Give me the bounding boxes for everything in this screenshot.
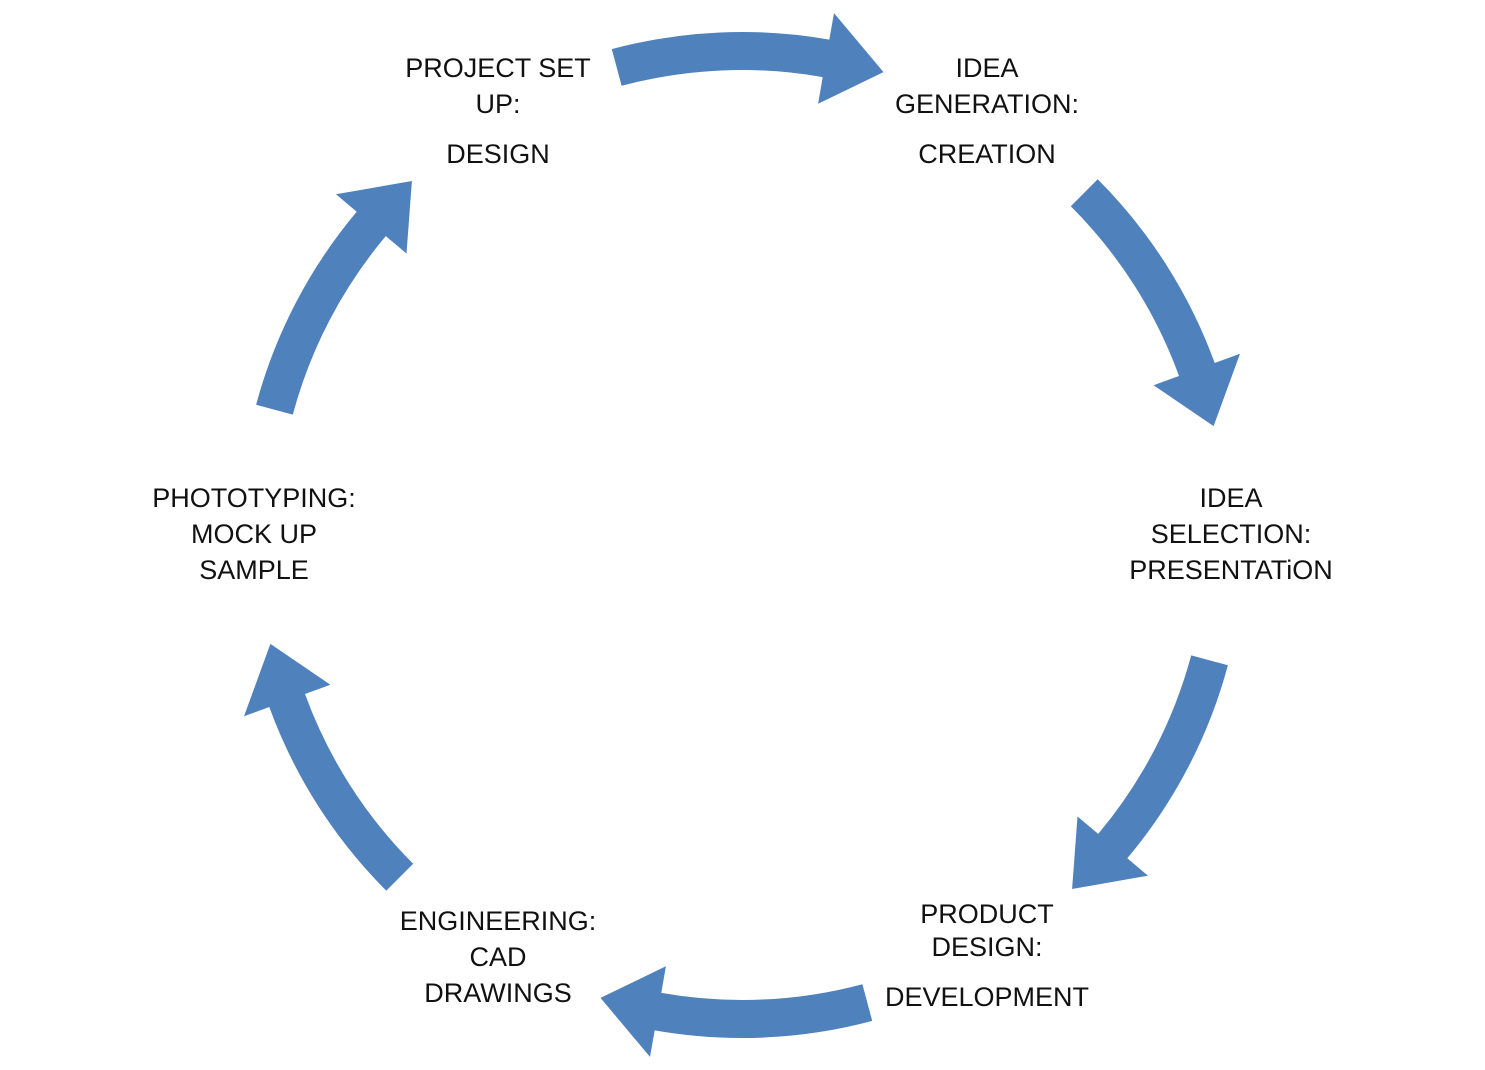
step-subtitle: DESIGN (446, 139, 550, 169)
cycle-arrow-icon (256, 181, 412, 415)
step-project-set-up: PROJECT SET UP: DESIGN (405, 50, 591, 172)
cycle-arrow-icon (1070, 179, 1240, 427)
step-subtitle: DRAWINGS (424, 978, 572, 1008)
step-title-line: ENGINEERING: (399, 906, 597, 936)
step-title-line: MOCK UP (190, 519, 317, 549)
step-subtitle: SAMPLE (199, 555, 309, 585)
step-title-line: IDEA (955, 53, 1019, 83)
step-title-line: IDEA (1199, 483, 1263, 513)
step-subtitle: DEVELOPMENT (884, 982, 1090, 1012)
step-engineering: ENGINEERING: CAD DRAWINGS (400, 903, 597, 1011)
cycle-arrow-icon (1072, 655, 1228, 889)
cycle-arrow-icon (600, 966, 873, 1057)
cycle-arrow-icon (244, 643, 414, 891)
step-subtitle: CREATION (918, 139, 1056, 169)
step-title-line: PRODUCT (920, 899, 1054, 929)
step-prototyping: PHOTOTYPING: MOCK UP SAMPLE (152, 480, 356, 588)
step-title-line: DESIGN: (931, 932, 1043, 962)
step-title-line: GENERATION: (894, 89, 1080, 119)
cycle-arrow-icon (611, 13, 884, 104)
step-title-line: PROJECT SET (405, 53, 591, 83)
step-product-design: PRODUCT DESIGN: DEVELOPMENT (885, 896, 1089, 1015)
step-subtitle: PRESENTATiON (1129, 555, 1333, 585)
step-title-line: SELECTION: (1150, 519, 1312, 549)
step-idea-generation: IDEA GENERATION: CREATION (895, 50, 1079, 172)
step-title-line: CAD (469, 942, 527, 972)
step-idea-selection: IDEA SELECTION: PRESENTATiON (1129, 480, 1333, 588)
step-title-line: PHOTOTYPING: (152, 483, 356, 513)
step-title-line: UP: (475, 89, 521, 119)
